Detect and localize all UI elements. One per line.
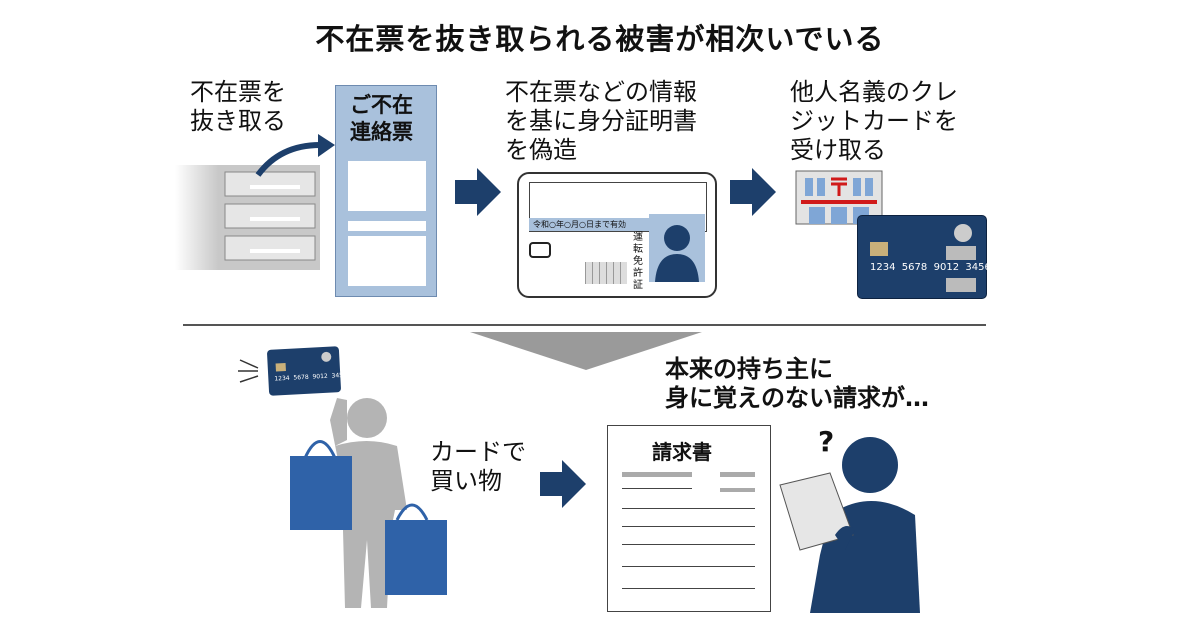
victim-silhouette-icon xyxy=(779,437,920,613)
emphasis-lines-icon xyxy=(238,359,259,383)
arrow-right-icon xyxy=(540,460,586,508)
notice-slip-title: ご不在 連絡票 xyxy=(350,93,413,144)
shopper-silhouette-icon xyxy=(290,398,447,608)
down-arrow-icon xyxy=(470,332,702,370)
license-type: 運 転 免 許 証 xyxy=(633,232,643,292)
page-title: 不在票を抜き取られる被害が相次いでいる xyxy=(315,22,885,56)
forged-license: 令和○年○月○日まで有効 運 転 免 許 証 xyxy=(517,172,717,298)
step3-caption: 他人名義のクレ ジットカードを 受け取る xyxy=(790,78,958,164)
barcode-grid xyxy=(585,262,627,284)
credit-card: 1234 5678 9012 3456 xyxy=(857,215,991,299)
mailboxes-icon xyxy=(175,134,335,270)
bill-title: 請求書 xyxy=(652,440,712,464)
arrow-right-icon xyxy=(730,168,776,216)
question-mark: ? xyxy=(818,425,835,458)
portrait-silhouette-icon xyxy=(655,225,699,282)
bill-document: 請求書 xyxy=(607,425,771,612)
step2-caption: 不在票などの情報 を基に身分証明書 を偽造 xyxy=(505,78,697,164)
divider xyxy=(183,324,986,326)
victim-caption: 本来の持ち主に 身に覚えのない請求が… xyxy=(665,355,929,412)
arrow-right-icon xyxy=(455,168,501,216)
step1-caption: 不在票を 抜き取る xyxy=(190,78,286,135)
notice-slip: ご不在 連絡票 xyxy=(335,85,437,297)
curved-arrow-icon xyxy=(255,142,321,177)
shopping-caption: カードで 買い物 xyxy=(430,438,526,495)
card-number: 1234 5678 9012 3456 xyxy=(870,262,991,273)
license-validity: 令和○年○月○日まで有効 xyxy=(529,218,649,231)
